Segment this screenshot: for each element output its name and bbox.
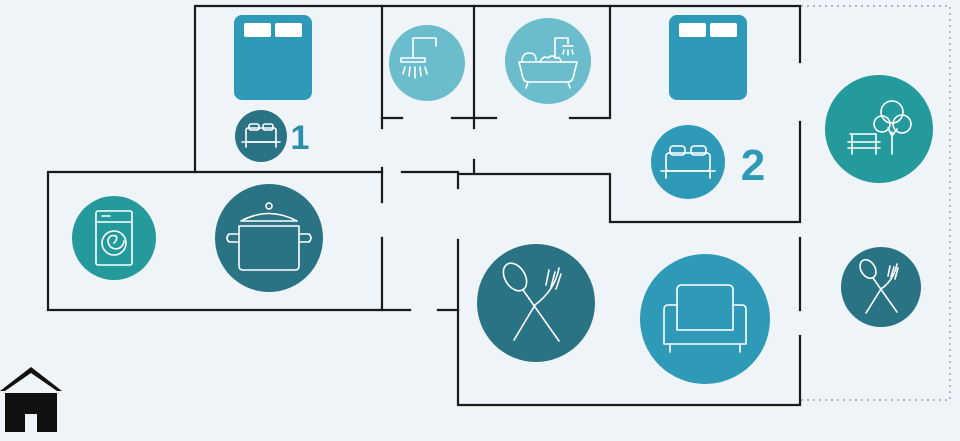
dining bbox=[477, 244, 595, 362]
room-number-2: 2 bbox=[741, 141, 765, 190]
room-number-1: 1 bbox=[291, 119, 310, 157]
double-bed-icon bbox=[235, 110, 287, 162]
walls bbox=[46, 4, 802, 407]
bed-icon bbox=[234, 15, 312, 100]
bathtub-icon bbox=[505, 18, 591, 104]
cutlery-icon bbox=[477, 244, 595, 362]
armchair-icon bbox=[640, 254, 770, 384]
house-entrance-icon bbox=[0, 367, 62, 432]
kitchen bbox=[72, 184, 323, 292]
living-room bbox=[640, 254, 770, 384]
shower-icon bbox=[389, 25, 465, 101]
cutlery-icon bbox=[841, 247, 921, 327]
garden-bench-icon bbox=[825, 75, 933, 183]
bathroom bbox=[505, 18, 591, 104]
bed-icon bbox=[669, 15, 747, 100]
double-bed-icon bbox=[651, 125, 725, 199]
terrace-outline bbox=[801, 5, 951, 401]
terrace bbox=[825, 75, 933, 327]
bedroom-1: 1 bbox=[234, 15, 312, 162]
cooking-pot-icon bbox=[215, 184, 323, 292]
shower-room bbox=[389, 25, 465, 101]
bedroom-2: 2 bbox=[651, 15, 765, 199]
washing-machine-icon bbox=[72, 196, 156, 280]
